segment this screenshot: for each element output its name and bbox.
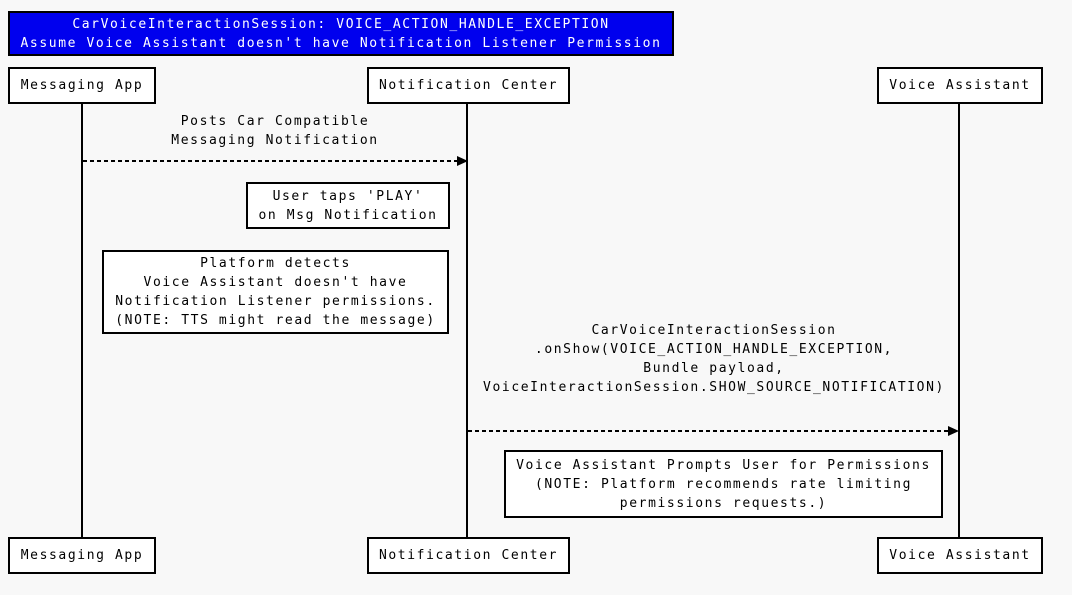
note-line: User taps 'PLAY' (272, 188, 424, 204)
note-line: (NOTE: Platform recommends rate limiting (534, 476, 913, 492)
participant-messaging-app-top: Messaging App (8, 67, 156, 104)
arrowhead-right-icon (457, 156, 468, 166)
diagram-title: CarVoiceInteractionSession: VOICE_ACTION… (8, 11, 674, 56)
note-voice-assistant-prompts: Voice Assistant Prompts User for Permiss… (504, 450, 943, 518)
participant-notification-center-bottom: Notification Center (367, 537, 570, 574)
message-2-dashed-arrow (468, 430, 948, 432)
note-line: Platform detects (200, 256, 351, 271)
note-line: Voice Assistant doesn't have (143, 275, 408, 290)
lifeline-notification-center (466, 104, 468, 537)
participant-voice-assistant-bottom: Voice Assistant (877, 537, 1043, 574)
message-1-label: Posts Car Compatible Messaging Notificat… (82, 112, 468, 150)
participant-label: Messaging App (20, 548, 144, 563)
note-line: Notification Listener permissions. (115, 294, 436, 309)
note-line: Voice Assistant Prompts User for Permiss… (516, 457, 931, 473)
arrowhead-right-icon (948, 426, 959, 436)
lifeline-messaging-app (81, 104, 83, 537)
participant-notification-center-top: Notification Center (367, 67, 570, 104)
message-1-line-2: Messaging Notification (171, 133, 379, 148)
title-line-2: Assume Voice Assistant doesn't have Noti… (20, 35, 662, 51)
note-user-taps-play: User taps 'PLAY' on Msg Notification (246, 182, 450, 229)
message-2-line-3: Bundle payload, (643, 361, 785, 376)
note-line: permissions requests.) (619, 495, 828, 511)
message-1-dashed-arrow (83, 160, 457, 162)
participant-label: Voice Assistant (889, 548, 1031, 563)
participant-label: Messaging App (20, 78, 144, 93)
note-platform-detects: Platform detects Voice Assistant doesn't… (102, 250, 449, 334)
note-line: on Msg Notification (258, 207, 438, 223)
message-2-line-1: CarVoiceInteractionSession (591, 323, 837, 338)
participant-messaging-app-bottom: Messaging App (8, 537, 156, 574)
message-2-label: CarVoiceInteractionSession .onShow(VOICE… (468, 321, 960, 397)
note-line: (NOTE: TTS might read the message) (115, 313, 436, 328)
message-2-line-2: .onShow(VOICE_ACTION_HANDLE_EXCEPTION, (534, 342, 894, 357)
participant-voice-assistant-top: Voice Assistant (877, 67, 1043, 104)
title-line-1: CarVoiceInteractionSession: VOICE_ACTION… (72, 16, 610, 32)
participant-label: Voice Assistant (889, 78, 1031, 93)
lifeline-voice-assistant (958, 104, 960, 537)
message-2-line-4: VoiceInteractionSession.SHOW_SOURCE_NOTI… (483, 380, 945, 395)
message-1-line-1: Posts Car Compatible (180, 114, 370, 129)
participant-label: Notification Center (378, 78, 559, 93)
participant-label: Notification Center (378, 548, 559, 563)
